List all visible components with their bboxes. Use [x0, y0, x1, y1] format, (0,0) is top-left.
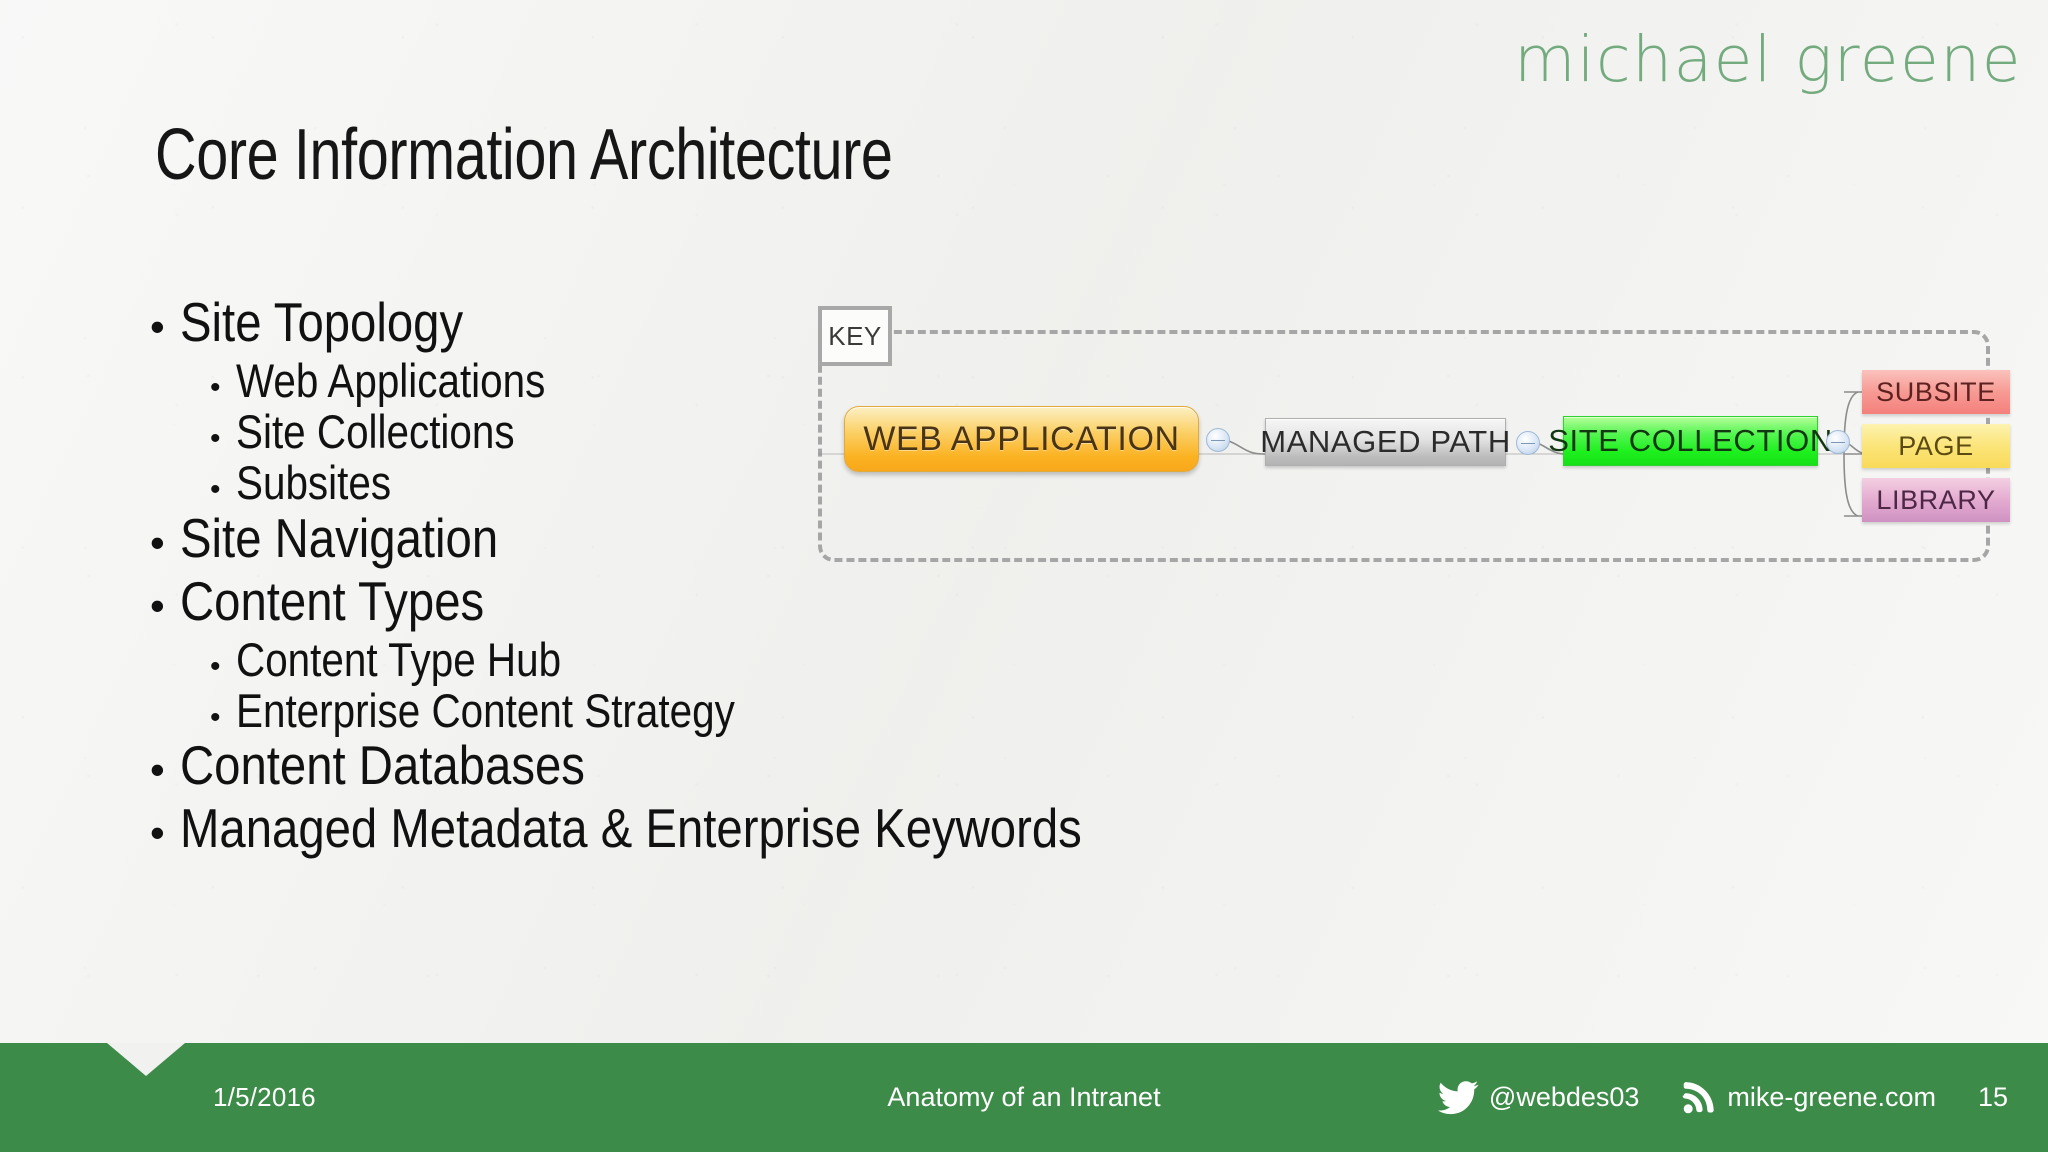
list-item-label: Web Applications: [236, 354, 546, 407]
list-item-label: Enterprise Content Strategy: [236, 683, 735, 737]
footer-social-links: @webdes03 mike-greene.com: [1395, 1080, 1936, 1116]
bullet-dot-icon: •: [150, 746, 165, 794]
list-item-label: Content Databases: [180, 734, 585, 797]
bullet-dot-icon: •: [150, 303, 165, 350]
bullet-dot-icon: •: [150, 809, 165, 857]
brand-logo: michael greene: [1514, 23, 2022, 96]
slide-number: 15: [1977, 1082, 2008, 1112]
list-item: • Site Navigation: [150, 506, 970, 569]
rss-icon: [1681, 1080, 1717, 1116]
deck-title: Anatomy of an Intranet: [887, 1082, 1161, 1112]
list-item-label: Site Navigation: [180, 506, 499, 569]
diagram-node-page[interactable]: PAGE: [1862, 424, 2010, 468]
list-item: • Web Applications: [150, 354, 970, 407]
bullet-dot-icon: •: [210, 472, 221, 506]
list-item: • Managed Metadata & Enterprise Keywords: [150, 800, 1082, 857]
site-topology-diagram: KEY WEB APPLICATION MANAGED PATH SITE CO…: [818, 306, 2010, 562]
list-item: • Content Type Hub: [150, 632, 970, 686]
bullet-dot-icon: •: [150, 518, 165, 566]
list-item: • Site Topology: [150, 294, 970, 351]
twitter-handle: @webdes03: [1488, 1082, 1640, 1112]
bullet-list: • Site Topology • Web Applications • Sit…: [150, 294, 1082, 863]
bullet-dot-icon: •: [150, 581, 165, 629]
diagram-node-web-application[interactable]: WEB APPLICATION: [844, 406, 1199, 472]
twitter-icon: [1437, 1080, 1479, 1116]
list-item-label: Content Type Hub: [236, 632, 562, 686]
bullet-dot-icon: •: [210, 371, 221, 404]
footer-notch-decoration: [107, 1043, 185, 1076]
website-url: mike-greene.com: [1727, 1082, 1936, 1112]
list-item: • Content Types: [150, 569, 970, 632]
list-item-label: Subsites: [236, 455, 392, 509]
list-item: • Site Collections: [150, 404, 970, 458]
bullet-dot-icon: •: [210, 700, 221, 734]
list-item: • Subsites: [150, 455, 970, 509]
bullet-dot-icon: •: [210, 649, 221, 683]
bullet-dot-icon: •: [210, 421, 221, 455]
slide-date: 1/5/2016: [213, 1082, 316, 1112]
diagram-node-library[interactable]: LIBRARY: [1862, 478, 2010, 522]
list-item: • Content Databases: [150, 737, 970, 794]
connector-node-icon[interactable]: [1826, 430, 1850, 454]
diagram-node-subsite[interactable]: SUBSITE: [1862, 370, 2010, 414]
website-link[interactable]: mike-greene.com: [1681, 1080, 1936, 1116]
slide-footer: 1/5/2016 Anatomy of an Intranet @webdes0…: [0, 1043, 2048, 1152]
page-title: Core Information Architecture: [155, 115, 893, 195]
list-item-label: Managed Metadata & Enterprise Keywords: [180, 797, 1082, 860]
diagram-node-site-collection[interactable]: SITE COLLECTION: [1548, 416, 1832, 466]
diagram-key-badge: KEY: [818, 306, 892, 366]
connector-node-icon[interactable]: [1516, 431, 1540, 455]
list-item-label: Site Topology: [180, 291, 464, 353]
list-item: • Enterprise Content Strategy: [150, 683, 970, 737]
connector-node-icon[interactable]: [1206, 428, 1230, 452]
twitter-link[interactable]: @webdes03: [1437, 1080, 1640, 1116]
list-item-label: Site Collections: [236, 404, 515, 458]
list-item-label: Content Types: [180, 569, 485, 632]
diagram-node-managed-path[interactable]: MANAGED PATH: [1260, 418, 1510, 466]
